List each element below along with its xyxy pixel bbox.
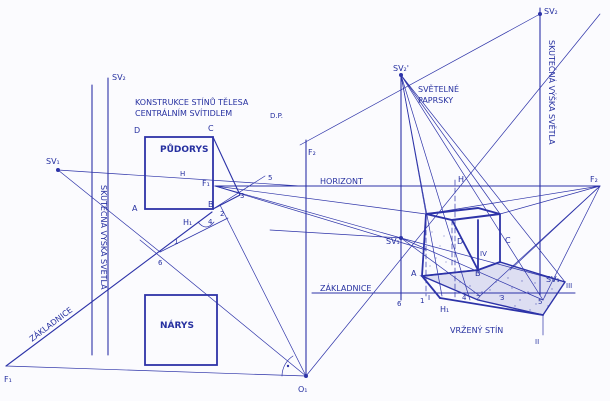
label-sv1-right: SV₁: [546, 275, 560, 284]
label-3-left: 3: [240, 192, 244, 200]
sv1-to-6-ray: [57, 169, 161, 253]
label-5-right: 5: [538, 298, 542, 306]
f1-ray-b: [214, 185, 427, 251]
label-horizont: HORIZONT: [320, 177, 363, 186]
narys-square: [144, 294, 218, 366]
label-b: B: [208, 200, 214, 209]
label-a: A: [132, 204, 138, 213]
sv1prime-ray-3: [400, 237, 481, 297]
label-narys: NÁRYS: [160, 319, 194, 331]
label-a-right: A: [411, 269, 417, 278]
label-svetelne: SVĚTELNÉ: [418, 83, 459, 94]
label-2-right: 2: [476, 294, 480, 302]
label-2-left: 2: [220, 210, 224, 218]
label-i-right: I: [428, 294, 430, 302]
light-ray-5: [400, 74, 443, 297]
o1-base-ray: [5, 365, 307, 377]
label-1-left: 1: [174, 238, 178, 246]
label-b-right: B: [475, 269, 481, 278]
cube-side-stipple: [429, 231, 447, 267]
label-f1-left: F₁: [4, 375, 12, 384]
label-f1-mid: F₁: [202, 179, 210, 188]
light-ray-6: [400, 74, 566, 283]
angle-arc-o1: [281, 355, 294, 377]
label-c-right: C: [505, 236, 511, 245]
shadow-line-b: [212, 194, 241, 210]
sv1prime-left-ray: [269, 229, 402, 239]
sv1prime-to-f1: [214, 185, 402, 239]
cube-edge-b-front: [451, 219, 479, 271]
title-line-2: CENTRÁLNÍM SVÍTIDLEM: [135, 107, 232, 118]
label-h1: H₁: [183, 218, 192, 227]
construction-6-h1: [159, 217, 229, 253]
label-h-right: H: [458, 175, 464, 184]
label-c: C: [208, 124, 214, 133]
label-6-right: 6: [397, 300, 402, 308]
light-ray-3: [400, 74, 544, 301]
sv2prime-point: [399, 73, 403, 77]
label-height-left: SKUTEČNÁ VÝŠKA SVĚTLA: [99, 185, 110, 290]
pudorys-square: [144, 136, 214, 210]
cube-edge-a: [421, 213, 427, 277]
label-sv1: SV₁: [46, 157, 60, 166]
label-height-right: SKUTEČNÁ VÝŠKA SVĚTLA: [547, 40, 558, 145]
o1-ray-2: [219, 204, 307, 377]
label-3-right: 3: [500, 294, 504, 302]
label-sv2-left: SV₂: [112, 73, 126, 82]
label-4-left: 4: [208, 218, 213, 226]
sv1-point: [56, 168, 60, 172]
label-1-right: 1: [420, 297, 424, 305]
f1-ray-a: [214, 185, 427, 215]
zakladnice-line-left: [5, 211, 213, 367]
sv1prime-point: [399, 236, 403, 240]
f2-ray-5: [479, 185, 601, 297]
o1-to-sv2-ray: [305, 13, 601, 377]
label-iii-right: III: [566, 282, 572, 290]
label-5-left: 5: [268, 174, 272, 182]
shadow-stipple: [459, 277, 553, 311]
title-line-1: KONSTRUKCE STÍNŮ TĚLESA: [135, 96, 249, 107]
title-initials: D.P.: [270, 112, 283, 120]
shadow-edge-i: [421, 275, 441, 299]
o1-point: [304, 374, 308, 378]
label-f2-right: F₂: [590, 175, 598, 184]
label-h-mark: H: [180, 170, 185, 178]
cube-base-ab: [421, 269, 479, 277]
light-ray-4: [400, 74, 471, 301]
label-zakladnice-right: ZÁKLADNICE: [320, 282, 371, 293]
light-ray-2: [400, 74, 501, 215]
label-4-right: 4: [462, 294, 467, 302]
sv2-right-point: [538, 12, 542, 16]
angle-dot: [286, 364, 290, 368]
label-sv2-prime: SV₂': [393, 64, 409, 73]
label-sv1-prime: SV₁': [386, 237, 402, 246]
h1-arc: [197, 221, 215, 228]
o1-ray-1: [139, 239, 307, 377]
label-o1: O₁: [298, 385, 308, 394]
label-vrzeny-stin: VRŽENÝ STÍN: [450, 324, 503, 335]
label-iv-right: IV: [480, 250, 487, 258]
f2-ray-4: [542, 185, 601, 301]
label-zakladnice-left: ZÁKLADNICE: [27, 304, 75, 344]
shadow-line-c: [212, 136, 241, 196]
sv1prime-ray-2: [400, 237, 566, 283]
label-sv2-top: SV₂: [544, 7, 558, 16]
label-d: D: [134, 126, 140, 135]
label-6-left: 6: [158, 259, 163, 267]
sv1-horizontal-ray: [57, 169, 301, 187]
label-d-right: D: [457, 237, 463, 246]
label-f2-mid: F₂: [308, 148, 316, 157]
f2-ray-2: [499, 185, 601, 215]
label-pudorys: PŮDORYS: [160, 143, 208, 155]
label-h1-right: H₁: [440, 305, 449, 314]
sv2-long-line: [299, 13, 541, 146]
label-paprsky: PAPRSKY: [418, 96, 453, 105]
cube-base-bc: [477, 261, 501, 271]
label-ii-right: II: [535, 338, 539, 346]
shadow-edge-i-ii: [439, 297, 544, 316]
